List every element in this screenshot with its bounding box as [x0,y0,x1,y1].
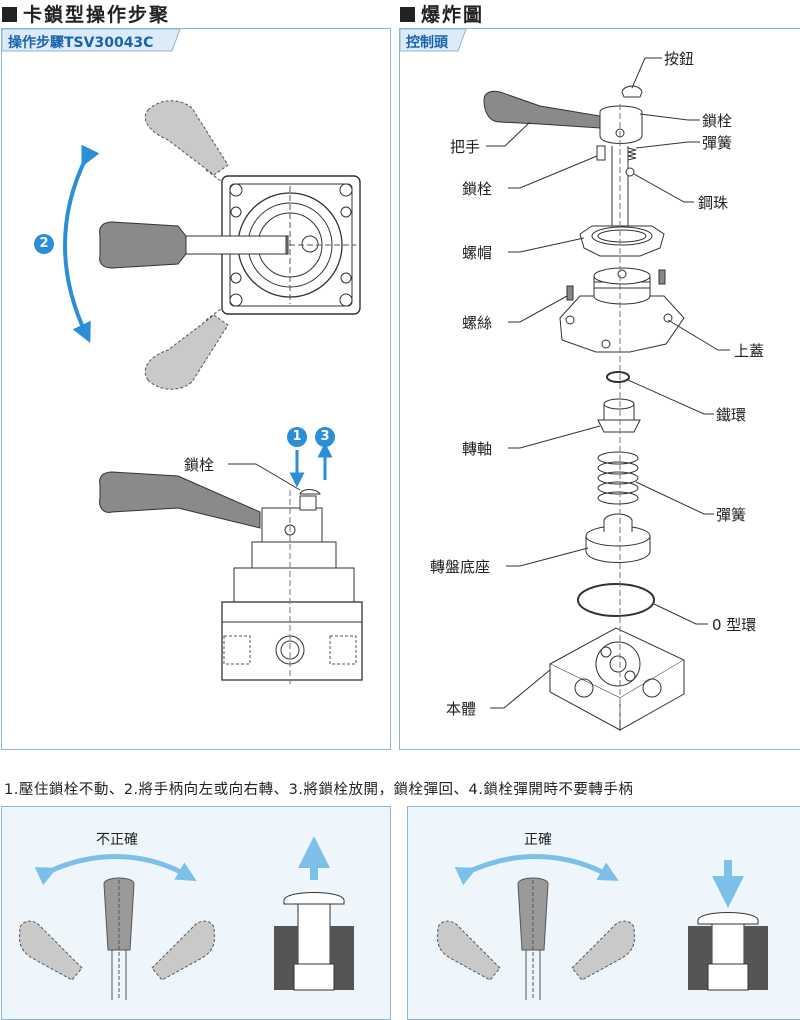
part-nut: 螺帽 [462,244,493,262]
part-screw: 螺絲 [462,314,493,332]
part-latch-left: 鎖栓 [462,180,493,198]
step-3-badge: 3 [315,427,335,447]
side-view-valve [99,471,363,684]
part-iron-ring: 鐵環 [716,406,747,424]
right-section-title: 爆炸圖 [400,0,484,27]
right-caption: 正確 [524,832,552,848]
top-view-valve [99,100,361,390]
rotation-arrow-icon [63,144,100,344]
part-button: 按鈕 [664,50,695,68]
square-bullet-icon [400,7,415,22]
exploded-tab-label: 控制頭 [406,35,448,51]
step-1-badge: 1 [287,427,307,447]
exploded-assembly [483,85,686,731]
part-cover: 上蓋 [734,342,765,360]
operation-tab-label: 操作步驟TSV30043C [8,35,154,51]
part-shaft: 轉軸 [462,440,493,458]
right-section-title-text: 爆炸圖 [421,4,485,26]
instructions-text: 1.壓住鎖栓不動、2.將手柄向左或向右轉、3.將鎖栓放開，鎖栓彈回、4.鎖栓彈開… [4,782,634,798]
part-spring-top: 彈簧 [702,134,733,152]
latch-label-left: 鎖栓 [184,456,215,474]
part-spring: 彈簧 [716,506,747,524]
part-handle: 把手 [450,138,481,156]
wrong-caption: 不正確 [96,832,138,848]
step-2-badge: 2 [34,234,54,254]
part-oring: 0 型環 [712,616,757,634]
part-disc-base: 轉盤底座 [430,558,491,576]
part-body: 本體 [446,700,477,718]
wrong-panel: 不正確 [1,806,391,1020]
part-latch-top: 鎖栓 [702,112,733,130]
square-bullet-icon [2,7,17,22]
left-section-title: 卡鎖型操作步聚 [2,0,170,27]
leader-lines [486,57,730,709]
part-ball: 鋼珠 [698,194,729,212]
left-section-title-text: 卡鎖型操作步聚 [23,4,171,26]
right-panel: 正確 [407,806,800,1020]
